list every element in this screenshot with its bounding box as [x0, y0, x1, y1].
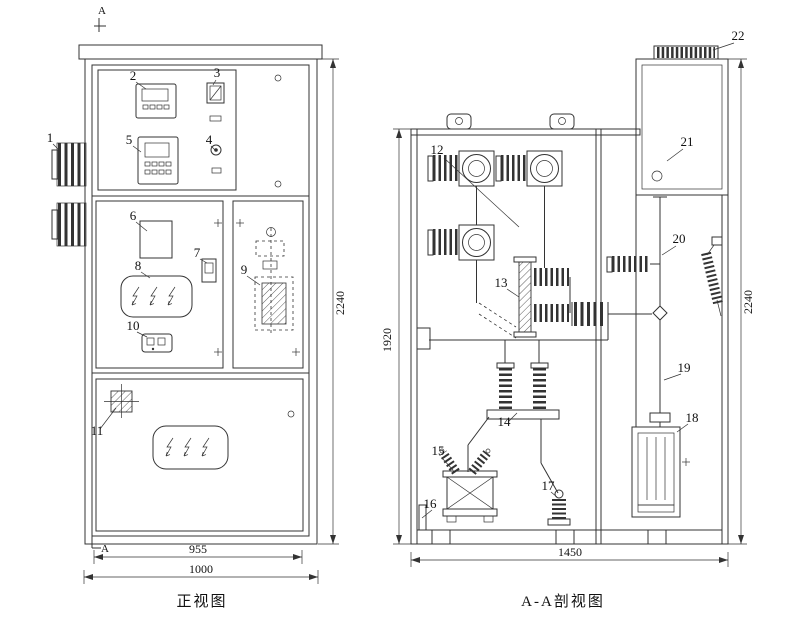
- base-channel: [555, 529, 575, 545]
- front-cabinet-outline: [78, 44, 323, 545]
- breaker-assembly-13: [513, 256, 571, 338]
- mechanism-box-18: [631, 426, 690, 518]
- part-label-15: 15: [432, 443, 445, 458]
- part-label-16: 16: [424, 496, 438, 511]
- part-label-8: 8: [135, 258, 142, 273]
- lightning-icon: [201, 437, 210, 457]
- part-label-13: 13: [495, 275, 508, 290]
- post-insulator: [571, 302, 652, 326]
- screw-cross-icon: [214, 219, 300, 356]
- part-label-2: 2: [130, 68, 137, 83]
- section-cabinet-structure: [410, 113, 729, 545]
- section-view: 12 13 14 15 16 17 18 19 20 21 22 1920 22…: [380, 28, 755, 610]
- low-voltage-box-21: [635, 58, 729, 196]
- front-middle-left-panel: [95, 200, 300, 369]
- window-bottom: [152, 425, 229, 470]
- earthing-rod-19: [649, 320, 671, 427]
- side-bushings-1: [51, 142, 87, 247]
- part-label-10: 10: [127, 318, 140, 333]
- small-bushing-17: [547, 489, 571, 526]
- lifting-lug-icon: [446, 113, 575, 130]
- part-label-5: 5: [126, 132, 133, 147]
- component-11-operating-hole: [104, 384, 139, 418]
- component-6-box: [139, 220, 173, 259]
- wall-bushings-12: [427, 150, 563, 261]
- interlock-assembly-9: [254, 227, 294, 334]
- wall-bracket: [416, 327, 431, 350]
- part-label-9: 9: [241, 262, 248, 277]
- busbar-wiring: [429, 186, 609, 494]
- lightning-icon: [167, 286, 176, 306]
- window-8: [120, 275, 193, 318]
- part-label-14: 14: [498, 414, 512, 429]
- front-part-labels: 1 2 3 4 5 6 7 8 9 10 11: [47, 65, 261, 438]
- vent-grille-22: [653, 45, 719, 60]
- front-bottom-panel: [95, 378, 304, 532]
- screw-icon: [274, 180, 282, 188]
- disconnect-rod-20: [606, 196, 668, 321]
- dim-section-height-left: 1920: [380, 328, 394, 352]
- lightning-icon: [165, 437, 174, 457]
- base-channel: [431, 529, 451, 545]
- part-label-1: 1: [47, 130, 54, 145]
- dim-front-height: 2240: [333, 291, 347, 315]
- part-label-7: 7: [194, 245, 201, 260]
- part-label-19: 19: [678, 360, 691, 375]
- surge-arrester: [701, 236, 723, 317]
- front-view: A: [47, 5, 347, 610]
- part-label-4: 4: [206, 132, 213, 147]
- relay-display-5: [137, 136, 179, 185]
- base-channel: [647, 529, 667, 545]
- part-label-22: 22: [732, 28, 745, 43]
- lightning-icon: [131, 286, 140, 306]
- part-label-3: 3: [214, 65, 221, 80]
- screw-icon: [274, 74, 282, 82]
- screw-icon: [287, 410, 295, 418]
- section-marker-top: A: [94, 5, 106, 32]
- section-letter-top: A: [98, 5, 106, 17]
- part-label-12: 12: [431, 142, 444, 157]
- component-10-socket: [141, 333, 173, 353]
- current-transformer-15: [439, 448, 498, 523]
- part-label-18: 18: [686, 410, 699, 425]
- part-label-6: 6: [130, 208, 137, 223]
- relay-display-2: [135, 83, 177, 119]
- dim-section-height-right: 2240: [741, 290, 755, 314]
- lightning-icon: [183, 437, 192, 457]
- front-dimensions: 2240 955 1000: [83, 58, 347, 584]
- part-label-21: 21: [681, 134, 694, 149]
- dim-section-width: 1450: [558, 545, 582, 559]
- front-top-panel: [97, 69, 282, 191]
- part-label-11: 11: [91, 423, 104, 438]
- indicator-4: [210, 144, 222, 174]
- lightning-icon: [149, 286, 158, 306]
- front-middle-right-panel: [232, 200, 304, 369]
- component-7-latch: [201, 258, 217, 283]
- floor-bracket-16: [418, 504, 427, 531]
- section-marker-bottom: A: [91, 536, 109, 555]
- support-insulators-14: [486, 362, 560, 420]
- meter-3: [206, 82, 225, 122]
- part-label-17: 17: [542, 478, 556, 493]
- dim-front-inner-width: 955: [189, 542, 207, 556]
- section-letter-bottom: A: [101, 543, 109, 555]
- front-view-title: 正视图: [176, 593, 227, 610]
- section-view-title: A-A剖视图: [521, 593, 605, 610]
- section-dimensions: 1920 2240 1450: [380, 58, 755, 567]
- dim-front-outer-width: 1000: [189, 562, 213, 576]
- part-label-20: 20: [673, 231, 686, 246]
- section-part-labels: 12 13 14 15 16 17 18 19 20 21 22: [421, 28, 745, 519]
